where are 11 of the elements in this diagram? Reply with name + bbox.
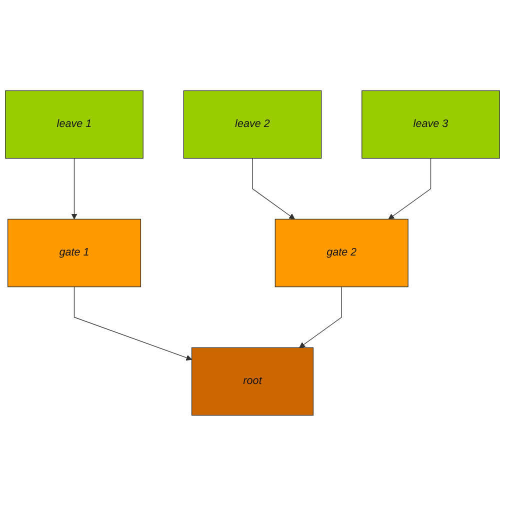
arrow — [71, 158, 78, 220]
arrow — [299, 286, 342, 348]
arrow — [252, 158, 295, 220]
node-box: leave 1 — [5, 90, 144, 159]
node-box: root — [191, 347, 314, 416]
node-box: leave 3 — [362, 90, 500, 159]
node-box: gate 2 — [274, 218, 408, 288]
node-box: leave 2 — [183, 90, 322, 159]
node-box: gate 1 — [7, 218, 142, 288]
arrow — [74, 286, 192, 361]
arrow — [388, 158, 432, 220]
